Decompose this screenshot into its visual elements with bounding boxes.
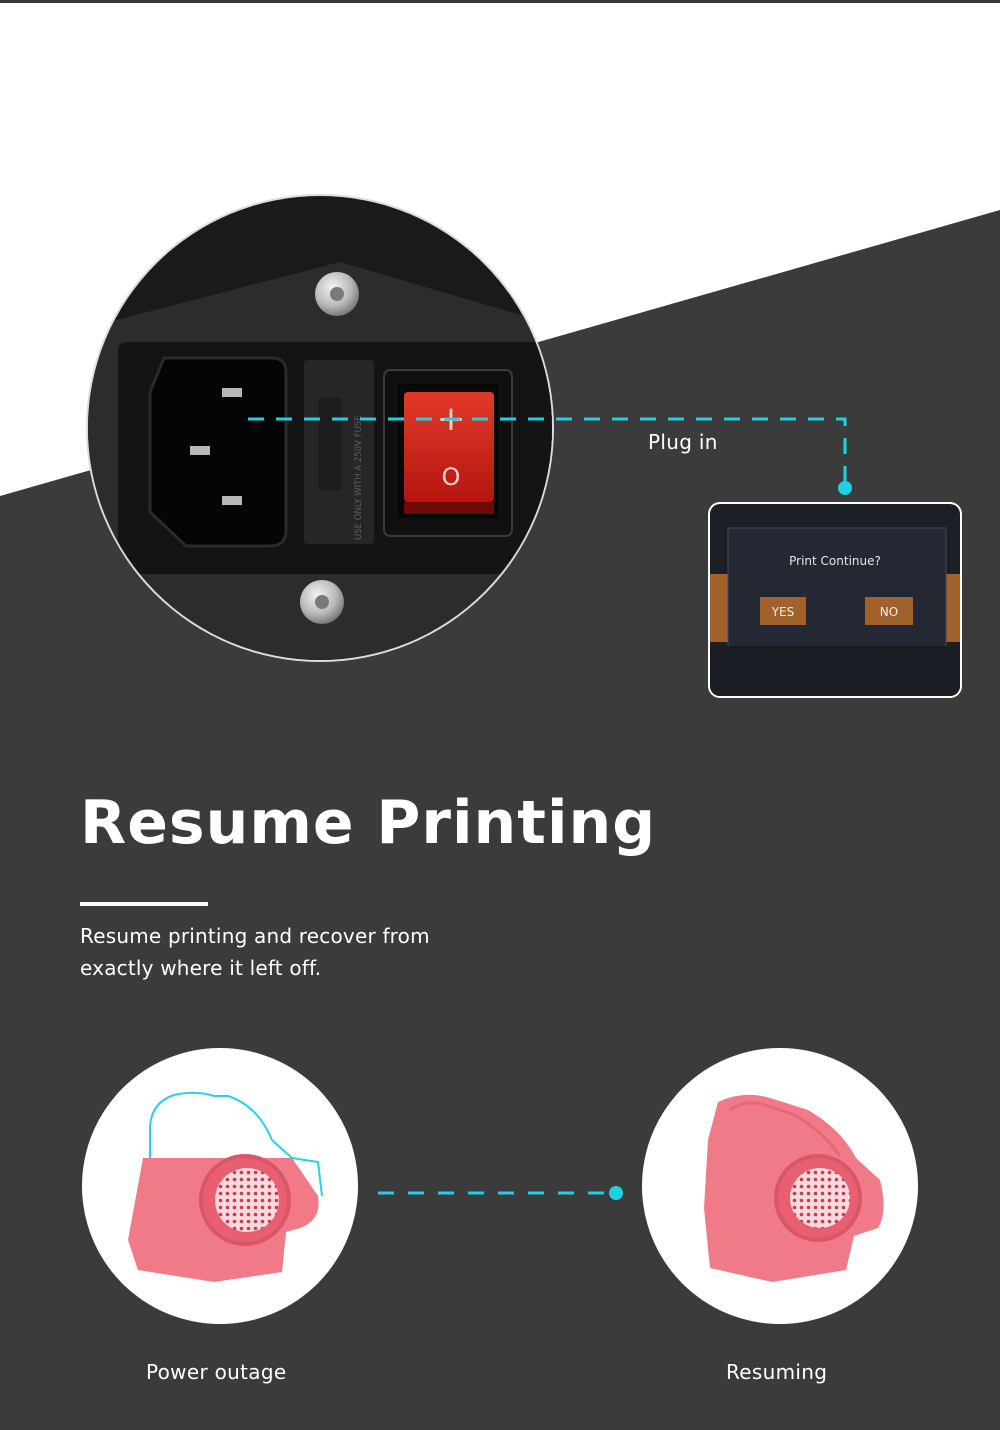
screw-top xyxy=(315,272,359,316)
power-outage-caption: Power outage xyxy=(146,1360,287,1384)
section-title: Resume Printing xyxy=(80,788,657,858)
power-inlet-magnifier: USE ONLY WITH A 250V FUSE + O xyxy=(86,194,554,662)
fuse-text: USE ONLY WITH A 250V FUSE xyxy=(354,415,364,540)
dialog-no-label: NO xyxy=(880,605,898,619)
callout-connector xyxy=(248,417,847,486)
rocker-off-symbol: O xyxy=(442,463,461,491)
plug-in-label: Plug in xyxy=(648,430,718,454)
dialog-yes-label: YES xyxy=(771,605,795,619)
resuming-caption: Resuming xyxy=(726,1360,828,1384)
description-line-2: exactly where it left off. xyxy=(80,956,322,980)
title-underline xyxy=(80,902,208,906)
callout-dot xyxy=(838,481,852,495)
section-description: Resume printing and recover from exactly… xyxy=(80,920,500,984)
power-outage-circle xyxy=(82,1048,358,1324)
missing-part-outline xyxy=(149,1091,323,1197)
description-line-1: Resume printing and recover from xyxy=(80,924,430,948)
top-border xyxy=(0,0,1000,3)
dialog-no-button xyxy=(865,597,913,625)
dialog-question: Print Continue? xyxy=(789,554,881,568)
progress-dot xyxy=(609,1186,623,1200)
screw-bottom xyxy=(300,580,344,624)
resuming-circle xyxy=(642,1048,918,1324)
resume-dialog-photo: Print Continue? YES NO xyxy=(708,502,962,698)
dialog-yes-button xyxy=(760,597,806,625)
iec-socket xyxy=(148,356,288,548)
